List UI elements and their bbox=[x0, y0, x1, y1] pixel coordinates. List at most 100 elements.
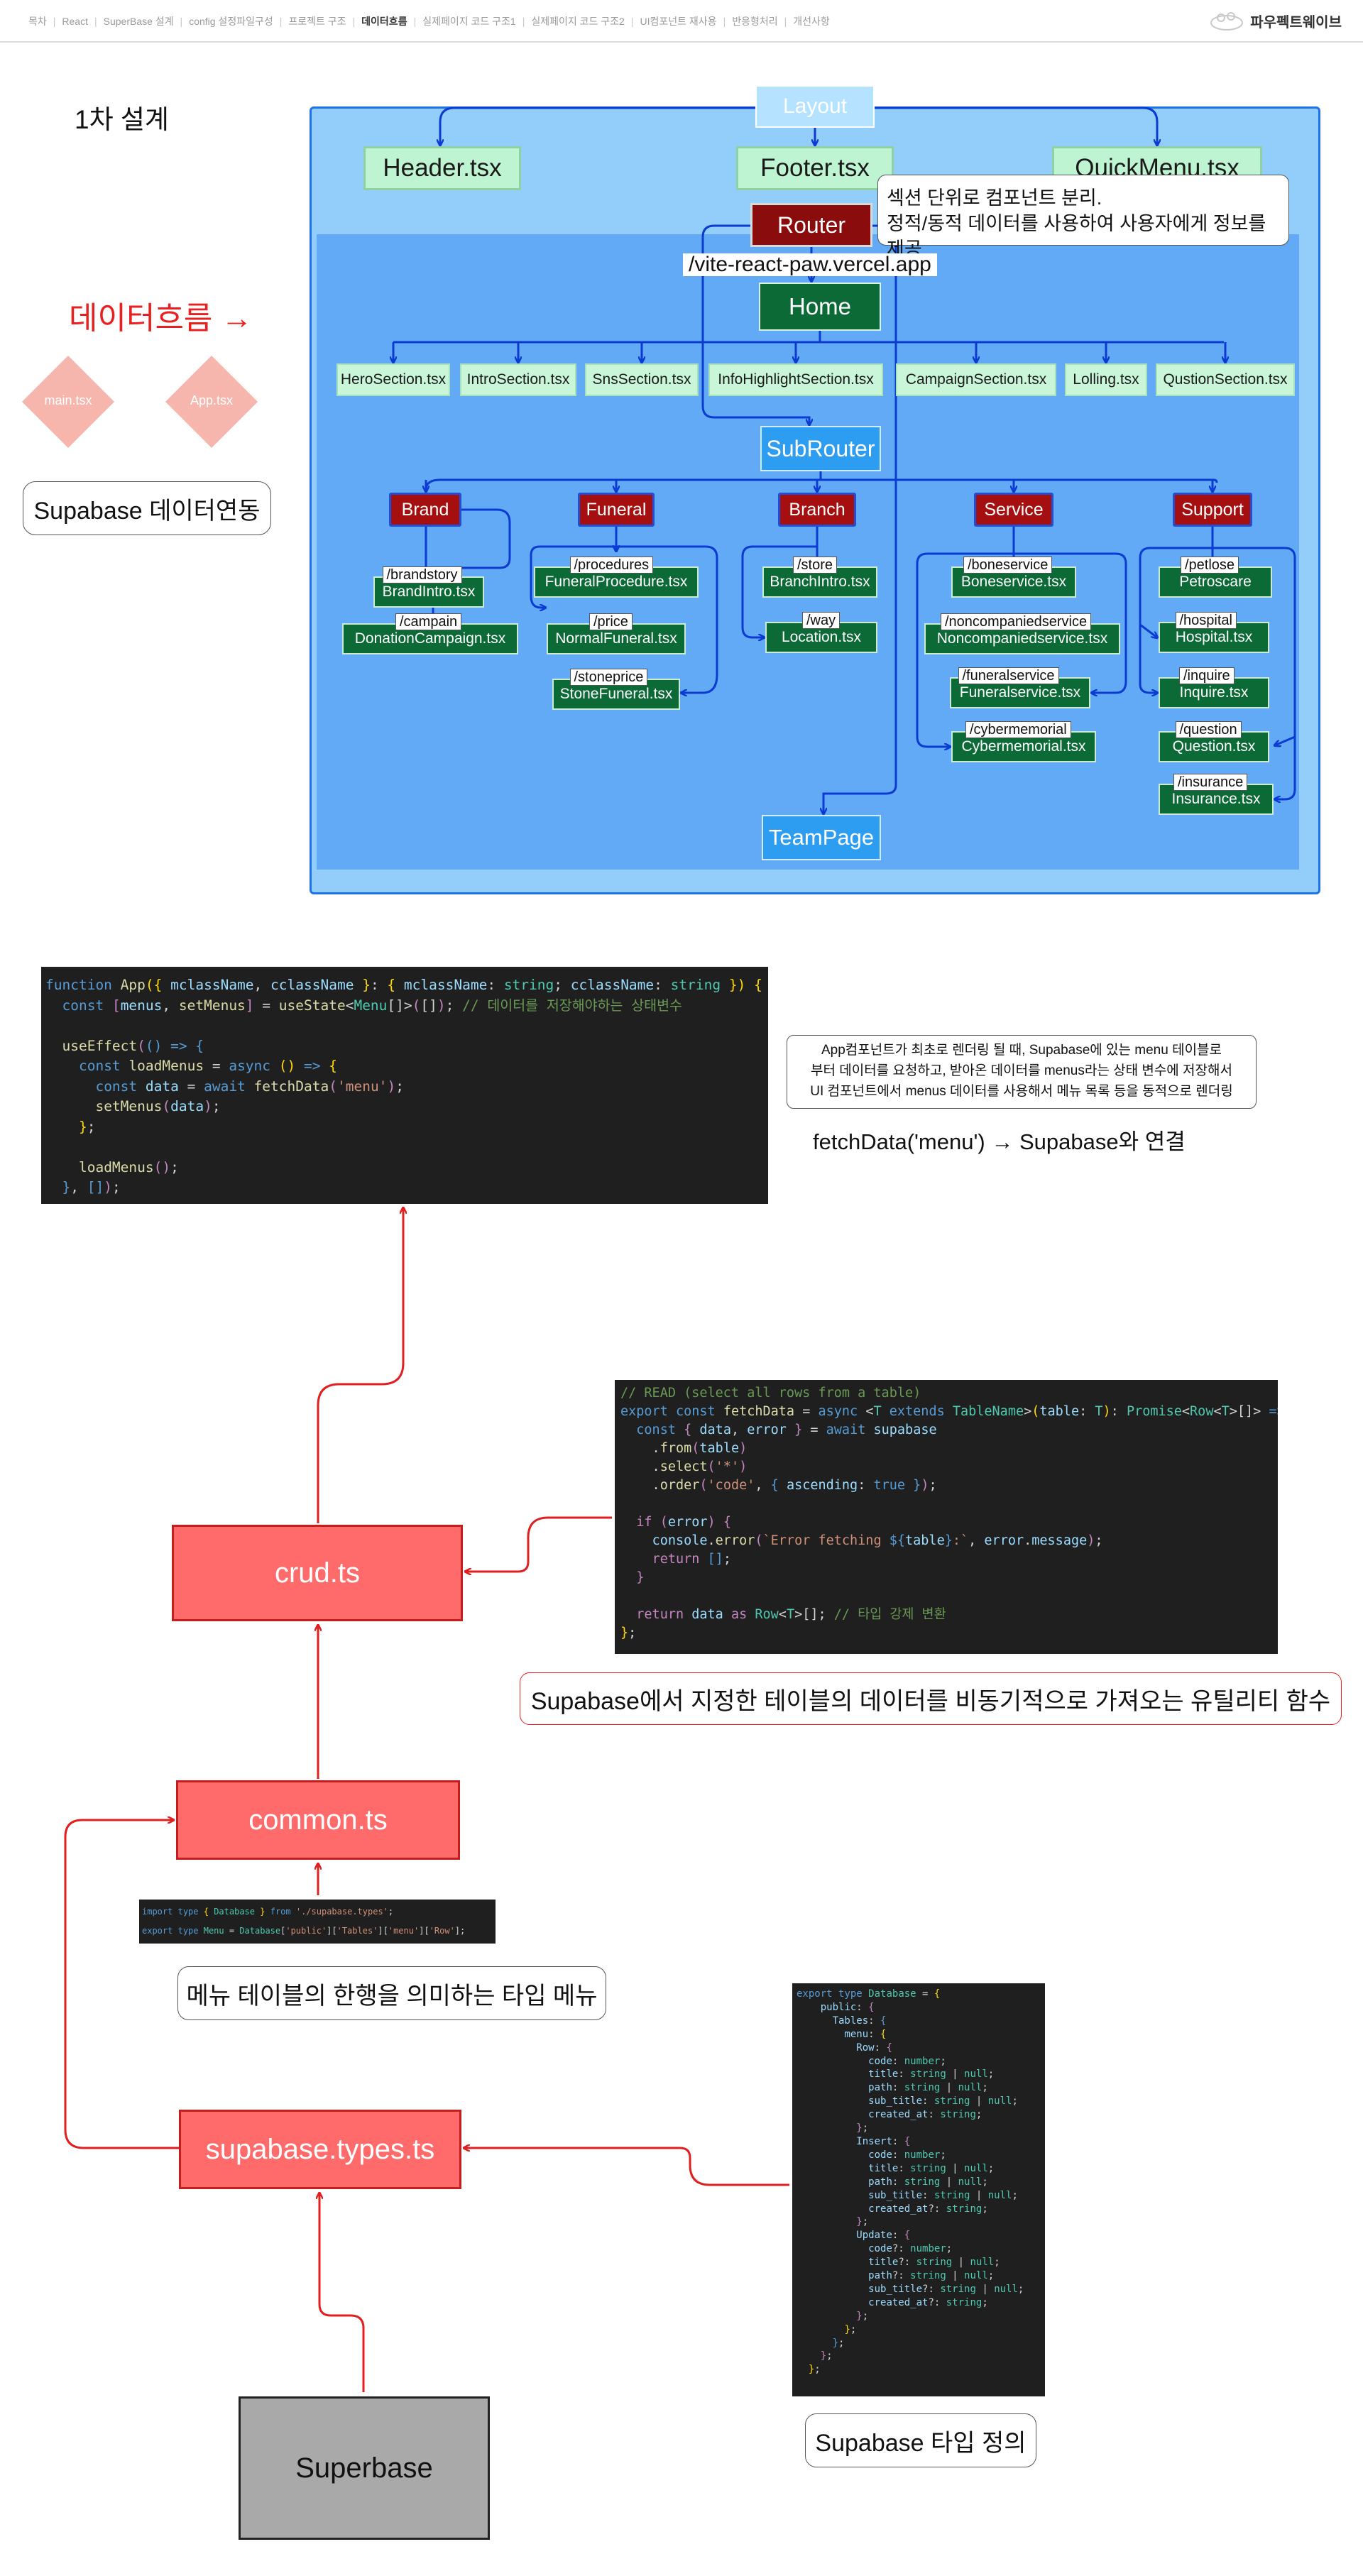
nav-separator: | bbox=[53, 16, 56, 27]
menu-type-code: import type { Database } from './supabas… bbox=[139, 1900, 496, 1944]
subrouter-node: SubRouter bbox=[760, 426, 881, 471]
crud-app-connector bbox=[317, 1208, 403, 1523]
category-funeral: Funeral bbox=[578, 493, 655, 527]
nav-item[interactable]: 목차 bbox=[28, 16, 47, 27]
nav-separator: | bbox=[180, 16, 183, 27]
types-caption: Supabase 타입 정의 bbox=[805, 2413, 1036, 2467]
teampage-node: TeamPage bbox=[762, 815, 881, 860]
funeral-stone-connector bbox=[616, 545, 718, 693]
route-component: DonationCampaign.tsx bbox=[342, 623, 518, 654]
common-node: common.ts bbox=[176, 1780, 460, 1860]
menu-type-caption: 메뉴 테이블의 한행을 의미하는 타입 메뉴 bbox=[177, 1966, 606, 2020]
nav-item[interactable]: 실제페이지 코드 구조2 bbox=[531, 16, 625, 27]
service-funeral-connector bbox=[1014, 552, 1127, 693]
crud-caption: Supabase에서 지정한 테이블의 데이터를 비동기적으로 가져오는 유틸리… bbox=[520, 1672, 1342, 1725]
route-path: /cybermemorial bbox=[965, 721, 1071, 738]
route-path: /store bbox=[793, 557, 838, 574]
service-cyber-connector bbox=[916, 552, 1014, 747]
route-path: /funeralservice bbox=[958, 667, 1059, 684]
route-path: /procedures bbox=[569, 557, 654, 574]
nav-item[interactable]: config 설정파일구성 bbox=[189, 16, 273, 27]
design-title: 1차 설계 bbox=[75, 105, 169, 134]
route-path: /petlose bbox=[1181, 557, 1239, 574]
nav-separator: | bbox=[630, 16, 634, 27]
section-node: CampaignSection.tsx bbox=[896, 363, 1056, 396]
fetch-caption: fetchData('menu') → Supabase와 연결 bbox=[813, 1129, 1186, 1154]
types-common-connector bbox=[64, 1820, 179, 2149]
app-component-note: App컴포넌트가 최초로 렌더링 될 때, Supabase에 있는 menu … bbox=[787, 1035, 1257, 1109]
category-brand: Brand bbox=[389, 493, 461, 527]
app-note-line1: App컴포넌트가 최초로 렌더링 될 때, Supabase에 있는 menu … bbox=[821, 1043, 1222, 1058]
nav-item[interactable]: 반응형처리 bbox=[732, 16, 778, 27]
nav-item[interactable]: 개선사항 bbox=[793, 16, 830, 27]
section-node: HeroSection.tsx bbox=[336, 363, 450, 396]
dbtype-types-connector bbox=[464, 2148, 789, 2186]
superbase-node: Superbase bbox=[239, 2396, 490, 2540]
router-node: Router bbox=[750, 203, 872, 247]
route-path: /question bbox=[1175, 721, 1242, 738]
nav-item[interactable]: 프로젝트 구조 bbox=[288, 16, 346, 27]
funeral-procedures-connector bbox=[530, 527, 618, 608]
support-hospital-connector bbox=[1139, 623, 1157, 637]
main-label: main.tsx bbox=[44, 393, 92, 407]
route-path: /way bbox=[802, 612, 841, 629]
home-node: Home bbox=[759, 283, 881, 331]
brand-campain-connector bbox=[433, 508, 511, 620]
route-path: /noncompaniedservice bbox=[941, 613, 1092, 630]
nav-item[interactable]: 실제페이지 코드 구조1 bbox=[422, 16, 516, 27]
section-node: InfoHighlightSection.tsx bbox=[708, 363, 883, 396]
brand[interactable]: 파우펙트웨이브 bbox=[1209, 9, 1342, 33]
subrouter-brand-curve bbox=[425, 478, 441, 491]
types-node: supabase.types.ts bbox=[179, 2110, 461, 2189]
support-insurance-connector bbox=[1213, 547, 1296, 799]
section-note-line1: 섹션 단위로 컴포넌트 분리. bbox=[887, 187, 1102, 209]
category-support: Support bbox=[1173, 493, 1252, 527]
site-url: /vite-react-paw.vercel.app bbox=[683, 253, 937, 276]
nav-item[interactable]: 데이터흐름 bbox=[361, 16, 407, 27]
support-question-connector bbox=[1275, 735, 1296, 745]
superbase-types-connector bbox=[319, 2193, 365, 2392]
nav-item[interactable]: SuperBase 설계 bbox=[103, 16, 174, 27]
section-node: SnsSection.tsx bbox=[585, 363, 699, 396]
section-node: Lolling.tsx bbox=[1065, 363, 1147, 396]
route-path: /hospital bbox=[1175, 612, 1237, 629]
layout-node: Layout bbox=[755, 85, 875, 128]
branch-way-connector bbox=[741, 545, 817, 637]
supabase-link-note: Supabase 데이터연동 bbox=[23, 481, 271, 535]
app-code-snippet: function App({ mclassName, cclassName }:… bbox=[41, 967, 768, 1204]
route-path: /price bbox=[589, 613, 633, 630]
header-node: Header.tsx bbox=[363, 146, 521, 190]
app-label: App.tsx bbox=[190, 393, 234, 407]
route-path: /campain bbox=[395, 613, 462, 630]
database-type-code: export type Database = { public: { Table… bbox=[792, 1983, 1045, 2396]
nav-separator: | bbox=[279, 16, 283, 27]
nav-separator: | bbox=[94, 16, 97, 27]
nav-separator: | bbox=[522, 16, 525, 27]
fetchdata-crud-connector bbox=[466, 1516, 612, 1572]
layout-header-connector bbox=[440, 106, 815, 145]
router-panel bbox=[317, 234, 1299, 870]
route-path: /insurance bbox=[1173, 774, 1248, 791]
nav-item[interactable]: React bbox=[62, 16, 88, 27]
section-note-line2: 정적/동적 데이터를 사용하여 사용자에게 정보를 제공 bbox=[887, 213, 1266, 260]
category-branch: Branch bbox=[778, 493, 856, 527]
nav-item[interactable]: UI컴포넌트 재사용 bbox=[640, 16, 717, 27]
brand-logo-icon bbox=[1210, 12, 1244, 31]
router-subrouter-connector bbox=[701, 224, 809, 424]
route-path: /inquire bbox=[1179, 667, 1235, 684]
fetchdata-code-snippet: // READ (select all rows from a table) e… bbox=[615, 1380, 1278, 1654]
brand-name: 파우펙트웨이브 bbox=[1250, 14, 1342, 31]
nav-list: 목차 | React | SuperBase 설계 | config 설정파일구성 | 프로젝트… bbox=[28, 14, 830, 28]
section-node: IntroSection.tsx bbox=[460, 363, 576, 396]
footer-node: Footer.tsx bbox=[736, 146, 894, 190]
route-path: /boneservice bbox=[963, 557, 1053, 574]
route-path: /stoneprice bbox=[569, 669, 648, 686]
category-service: Service bbox=[974, 493, 1053, 527]
section-node: QustionSection.tsx bbox=[1156, 363, 1295, 396]
route-path: /brandstory bbox=[382, 566, 462, 583]
layout-quickmenu-connector bbox=[815, 106, 1157, 145]
subrouter-bus bbox=[440, 478, 1218, 483]
top-navigation: 목차 | React | SuperBase 설계 | config 설정파일구성 | 프로젝트… bbox=[0, 0, 1363, 43]
nav-separator: | bbox=[413, 16, 417, 27]
nav-separator: | bbox=[784, 16, 787, 27]
